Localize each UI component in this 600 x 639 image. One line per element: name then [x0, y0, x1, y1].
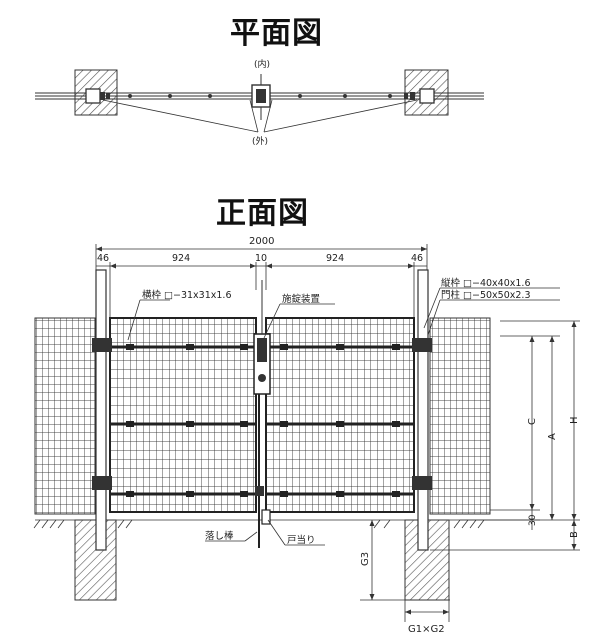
- left-gate-leaf: [109, 317, 257, 513]
- dim-post-left: 46: [97, 253, 109, 264]
- right-side-fence: [429, 317, 491, 515]
- dim-leaf-right: 924: [326, 253, 344, 264]
- plan-left-post: [85, 88, 101, 104]
- hinge: [92, 476, 112, 490]
- dim-30: 30: [528, 514, 538, 526]
- callout-otoshibou: 落し棒: [205, 530, 234, 542]
- dim-overall: 2000: [249, 236, 274, 247]
- plan-inner-label: (内): [254, 58, 270, 70]
- dim-post-right: 46: [411, 253, 423, 264]
- plan-view: (内) (外): [35, 58, 484, 147]
- dim-G1xG2: G1×G2: [408, 624, 445, 635]
- dim-A: A: [547, 433, 558, 440]
- door-stop: [261, 509, 271, 525]
- callout-yokowaku: 横枠 □−31x31x1.6: [142, 289, 232, 301]
- left-gate-post: [95, 269, 107, 551]
- dim-B: B: [569, 531, 580, 538]
- plan-outer-label: (外): [252, 135, 268, 147]
- dim-H: H: [569, 416, 580, 424]
- elevation-view-title: 正面図: [216, 196, 309, 231]
- hinge: [412, 338, 432, 352]
- left-side-fence: [34, 317, 96, 515]
- callout-tatewaku: 縦枠 □−40x40x1.6: [441, 277, 531, 289]
- right-gate-leaf: [265, 317, 415, 513]
- hinge: [412, 476, 432, 490]
- dim-center-gap: 10: [255, 253, 267, 264]
- callout-sejo: 施錠装置: [282, 293, 320, 305]
- callout-toatari: 戸当り: [287, 534, 316, 546]
- dim-leaf-left: 924: [172, 253, 190, 264]
- dim-C: C: [527, 418, 538, 425]
- dim-G3: G3: [360, 552, 371, 566]
- plan-right-post: [419, 88, 435, 104]
- right-gate-post: [417, 269, 429, 551]
- plan-view-title: 平面図: [230, 16, 323, 51]
- hinge: [92, 338, 112, 352]
- callout-monchu: 門柱 □−50x50x2.3: [441, 289, 531, 301]
- elevation-view: 2000 46 924 10 924 46: [33, 236, 580, 635]
